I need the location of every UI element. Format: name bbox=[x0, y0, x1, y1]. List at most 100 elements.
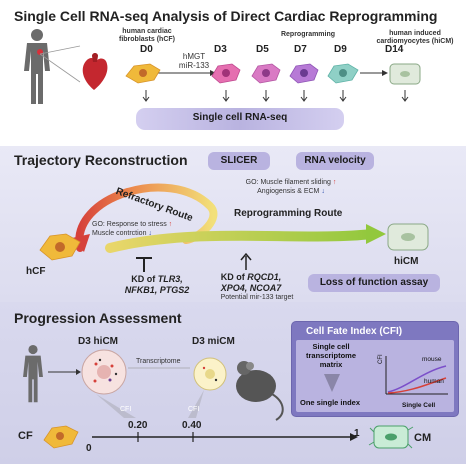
hcf-label: human cardiac fibroblasts (hCF) bbox=[112, 28, 182, 44]
cfi-result-label: One single index bbox=[300, 398, 361, 407]
go-left-line1: GO: Response to stress bbox=[92, 221, 167, 228]
hcf-label-line2: fibroblasts (hCF) bbox=[119, 36, 175, 43]
cfi-chart-ylabel: CFI bbox=[378, 354, 384, 364]
treatment-line2: miR-133 bbox=[178, 61, 210, 70]
axis-end: 1 bbox=[354, 428, 360, 439]
human-figure-icon bbox=[24, 29, 50, 104]
beam-micm bbox=[188, 390, 204, 418]
cf-label: CF bbox=[18, 430, 33, 442]
fibroblast-cell-d0 bbox=[125, 63, 161, 84]
rna-velocity-box: RNA velocity bbox=[296, 152, 374, 170]
cfi-box-inner bbox=[296, 340, 454, 412]
day-d9: D9 bbox=[334, 44, 347, 55]
cell-d5 bbox=[251, 63, 281, 84]
potential-target-note: Potential mir-133 target bbox=[220, 294, 294, 301]
kd-left: KD of TLR3, NFKB1, PTGS2 bbox=[116, 274, 198, 296]
down-arrows bbox=[142, 90, 409, 102]
cfi-matrix-line3: matrix bbox=[319, 360, 343, 369]
trajectory-routes bbox=[39, 183, 429, 272]
day-d0: D0 bbox=[140, 44, 153, 55]
go-left-terms: GO: Response to stress ↑ Muscle contrcti… bbox=[92, 220, 212, 238]
loss-of-function-box: Loss of function assay bbox=[308, 274, 440, 292]
hicm-label-line2: cardiomyocytes (hiCM) bbox=[376, 38, 454, 45]
micm-cell-circle bbox=[193, 357, 227, 391]
cfi-box-title: Cell Fate Index (CFI) bbox=[306, 326, 403, 337]
panel3-title: Progression Assessment bbox=[14, 310, 182, 326]
down-arrow-icon-2: ↓ bbox=[148, 230, 152, 237]
refractory-arrowhead bbox=[72, 234, 90, 252]
day-d7: D7 bbox=[294, 44, 307, 55]
cm-cell-icon bbox=[368, 425, 414, 449]
kd-right: KD of RQCD1, XPO4, NCOA7 bbox=[210, 272, 292, 294]
reprogramming-arrowhead bbox=[366, 224, 386, 244]
cfi-chart-xlabel: Single Cell bbox=[402, 402, 436, 409]
refractory-route-arc bbox=[75, 183, 218, 252]
panel-scrnaseq: Single Cell RNA-seq Analysis of Direct C… bbox=[0, 0, 466, 146]
progression-graphics bbox=[43, 349, 414, 449]
kd-right-prefix: KD of bbox=[220, 272, 248, 282]
day-d3: D3 bbox=[214, 44, 227, 55]
value-hicm: 0.20 bbox=[128, 420, 148, 431]
kd-right-genes-1: RQCD1, bbox=[247, 272, 282, 282]
zoom-lines bbox=[39, 45, 81, 83]
series-mouse-line bbox=[387, 365, 447, 393]
transcriptome-label: Transcriptome bbox=[136, 358, 181, 365]
hicm-cell-icon bbox=[387, 223, 429, 251]
hicm-label-line1: human induced bbox=[389, 30, 441, 37]
heart-icon bbox=[82, 53, 108, 90]
cfi-mini-chart bbox=[385, 356, 448, 395]
hcf-label-p2: hCF bbox=[26, 266, 46, 277]
d3-micm-label: D3 miCM bbox=[192, 336, 235, 347]
up-arrow-icon: ↑ bbox=[332, 179, 337, 186]
mouse-icon bbox=[236, 361, 284, 421]
cfi-series-human: human bbox=[424, 378, 444, 385]
series-human-line bbox=[387, 377, 447, 394]
beam-hicm bbox=[96, 394, 136, 418]
cell-d7 bbox=[289, 63, 319, 84]
kd-left-genes-1: TLR3, bbox=[157, 274, 183, 284]
reprogramming-route bbox=[105, 229, 377, 253]
scrnaseq-pill: Single cell RNA-seq bbox=[136, 108, 344, 130]
axis-start: 0 bbox=[86, 443, 92, 454]
cfi-small-1: CFI bbox=[120, 406, 132, 413]
cm-label: CM bbox=[414, 432, 432, 444]
cfi-box: Cell Fate Index (CFI) Single cell transc… bbox=[292, 322, 458, 416]
day-d5: D5 bbox=[256, 44, 269, 55]
day-d14: D14 bbox=[385, 44, 404, 55]
panel-progression: Progression Assessment D3 hiCM D3 miCM T… bbox=[0, 302, 466, 464]
hcf-cell-icon bbox=[39, 233, 81, 261]
go-top-terms: GO: Muscle filament sliding ↑ Angiogensi… bbox=[226, 178, 356, 196]
treatment-line1: hMGT bbox=[182, 52, 206, 61]
reprogramming-label: Reprogramming bbox=[280, 31, 336, 38]
kd-left-prefix: KD of bbox=[131, 274, 158, 284]
cfi-matrix-line1: Single cell bbox=[312, 342, 350, 351]
kd-right-genes-2: XPO4, NCOA7 bbox=[220, 283, 282, 293]
hcf-label-line1: human cardiac bbox=[122, 28, 172, 35]
down-arrow-icon: ↓ bbox=[321, 188, 325, 195]
cfi-matrix-line2: transcriptome bbox=[305, 351, 356, 360]
panel1-title: Single Cell RNA-seq Analysis of Direct C… bbox=[14, 8, 438, 24]
d3-hicm-label: D3 hiCM bbox=[78, 336, 118, 347]
panel-trajectory: Trajectory Reconstruction SLICER RNA vel… bbox=[0, 146, 466, 302]
up-arrow-icon-2: ↑ bbox=[168, 221, 173, 228]
go-top-line2: Angiogensis & ECM bbox=[257, 188, 320, 195]
hicm-label-p2: hiCM bbox=[394, 256, 419, 267]
cell-d9 bbox=[327, 63, 359, 84]
hicm-cell-circle bbox=[81, 349, 127, 395]
kd-left-genes-2: NFKB1, PTGS2 bbox=[124, 285, 190, 295]
reprogramming-timeline bbox=[125, 63, 421, 102]
human-figure-icon-2 bbox=[23, 344, 43, 403]
cfi-small-2: CFI bbox=[188, 406, 200, 413]
panel2-title: Trajectory Reconstruction bbox=[14, 152, 188, 168]
reprogramming-route-label: Reprogramming Route bbox=[234, 208, 343, 219]
go-left-line2: Muscle contrction bbox=[92, 230, 147, 237]
value-micm: 0.40 bbox=[182, 420, 202, 431]
slicer-box: SLICER bbox=[208, 152, 270, 170]
funnel-arrow-icon bbox=[324, 374, 340, 392]
go-top-line1: GO: Muscle filament sliding bbox=[245, 179, 331, 186]
cf-cell-icon bbox=[43, 425, 79, 449]
treatment-label: hMGT miR-133 bbox=[176, 52, 212, 70]
cardiomyocyte-cell-d14 bbox=[389, 63, 421, 85]
cell-d3 bbox=[211, 63, 241, 84]
hicm-label: human induced cardiomyocytes (hiCM) bbox=[372, 30, 458, 46]
